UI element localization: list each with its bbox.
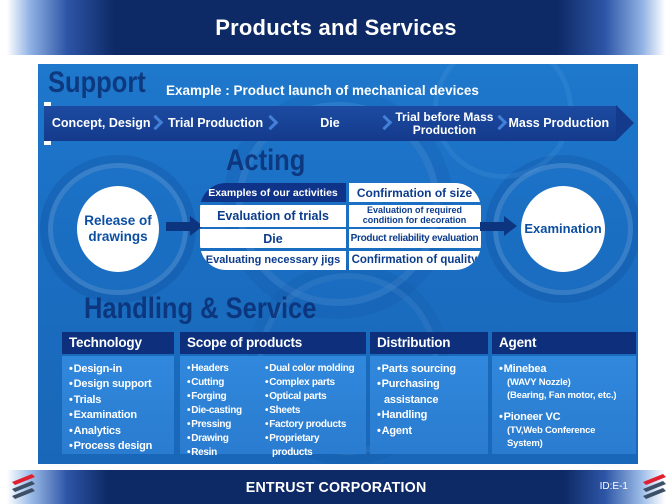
example-caption: Example : Product launch of mechanical d… [166, 83, 479, 98]
list-item: Resin [187, 446, 265, 460]
agent-note: (WAVY Nozzle) [507, 377, 571, 389]
list-item: Agent [377, 424, 484, 439]
process-stage-label: Concept, Design [51, 115, 151, 130]
company-logo [12, 474, 35, 499]
acting-heading: Acting [226, 144, 306, 177]
list-item: Examination [69, 408, 170, 423]
footer-bar: ENTRUST CORPORATION ID:E-1 [0, 470, 672, 504]
release-of-drawings-circle: Release of drawings [77, 186, 159, 272]
agent-entry: Pioneer VC (TV,Web Conference System) [499, 410, 632, 451]
arrow-right-icon [480, 216, 517, 236]
slide-id-label: ID:E-1 [599, 481, 628, 492]
list-item: Die-casting [187, 404, 265, 418]
table-cell: Confirmation of size [348, 183, 481, 202]
table-cell: Evaluation of trials [200, 204, 346, 227]
process-stage: Mass Production [491, 106, 616, 141]
company-logo [643, 474, 666, 499]
company-name: ENTRUST CORPORATION [245, 478, 427, 496]
column-header: Technology [62, 332, 174, 354]
column-header: Scope of products [180, 332, 366, 354]
table-cell: Die [200, 229, 346, 248]
process-stage-label: Trial before Mass Production [395, 109, 494, 137]
process-stage: Trial Production [148, 106, 272, 141]
agent-column: Agent Minebea (WAVY Nozzle) (Bearing, Fa… [492, 332, 636, 454]
table-cell: Confirmation of quality [348, 250, 481, 270]
process-stage-label: Mass Production [508, 115, 610, 130]
agent-note: (Bearing, Fan motor, etc.) [507, 390, 617, 402]
table-cell: Evaluating necessary jigs [200, 250, 346, 270]
handling-service-heading: Handling & Service [84, 292, 317, 325]
activities-table-header: Examples of our activities [200, 183, 346, 202]
page-title: Products and Services [215, 14, 457, 40]
agent-entry: Minebea (WAVY Nozzle) (Bearing, Fan moto… [499, 362, 632, 403]
list-item: Dual color molding [265, 362, 362, 376]
list-item: Pressing [187, 418, 265, 432]
process-stage: Die [262, 106, 387, 141]
process-stage: Concept, Design [44, 106, 158, 141]
list-item: Optical parts [265, 390, 362, 404]
table-cell: Product reliability evaluation [348, 229, 481, 248]
process-stage-label: Die [320, 115, 340, 130]
table-cell: Evaluation of required condition for dec… [348, 204, 481, 227]
list-item: Drawing [187, 432, 265, 446]
column-header: Agent [492, 332, 636, 354]
list-item: Design support [69, 377, 170, 392]
activities-table: Examples of our activities Confirmation … [200, 183, 481, 270]
list-item: Process design [69, 439, 170, 454]
scope-of-products-column: Scope of products HeadersCuttingForgingD… [180, 332, 366, 458]
list-item: Design-in [69, 362, 170, 377]
list-item: Factory products [265, 418, 362, 432]
agent-name: Pioneer VC [499, 410, 632, 425]
list-item: Handling [377, 408, 484, 423]
arrow-right-icon [166, 216, 203, 236]
examination-circle: Examination [521, 186, 605, 272]
agent-name: Minebea [499, 362, 632, 377]
diagram-panel: Support Example : Product launch of mech… [38, 64, 638, 464]
distribution-column: Distribution Parts sourcingPurchasing as… [370, 332, 488, 454]
agent-note: (TV,Web Conference System) [507, 425, 596, 450]
list-item: Forging [187, 390, 265, 404]
list-item: Proprietary products [265, 432, 362, 460]
process-stage-label: Trial Production [168, 115, 264, 130]
process-arrow-band: Concept, Design Trial Production Die Tri… [44, 105, 634, 141]
list-item: Analytics [69, 424, 170, 439]
list-item: Cutting [187, 376, 265, 390]
list-item: Parts sourcing [377, 362, 484, 377]
list-item: Headers [187, 362, 265, 376]
list-item: Trials [69, 393, 170, 408]
support-heading: Support [48, 66, 146, 99]
list-item: Purchasing assistance [377, 377, 484, 408]
list-item: Complex parts [265, 376, 362, 390]
list-item: Sheets [265, 404, 362, 418]
process-stage: Trial before Mass Production [376, 106, 501, 141]
technology-column: Technology Design-inDesign supportTrials… [62, 332, 174, 454]
column-header: Distribution [370, 332, 488, 354]
title-bar: Products and Services [0, 0, 672, 55]
